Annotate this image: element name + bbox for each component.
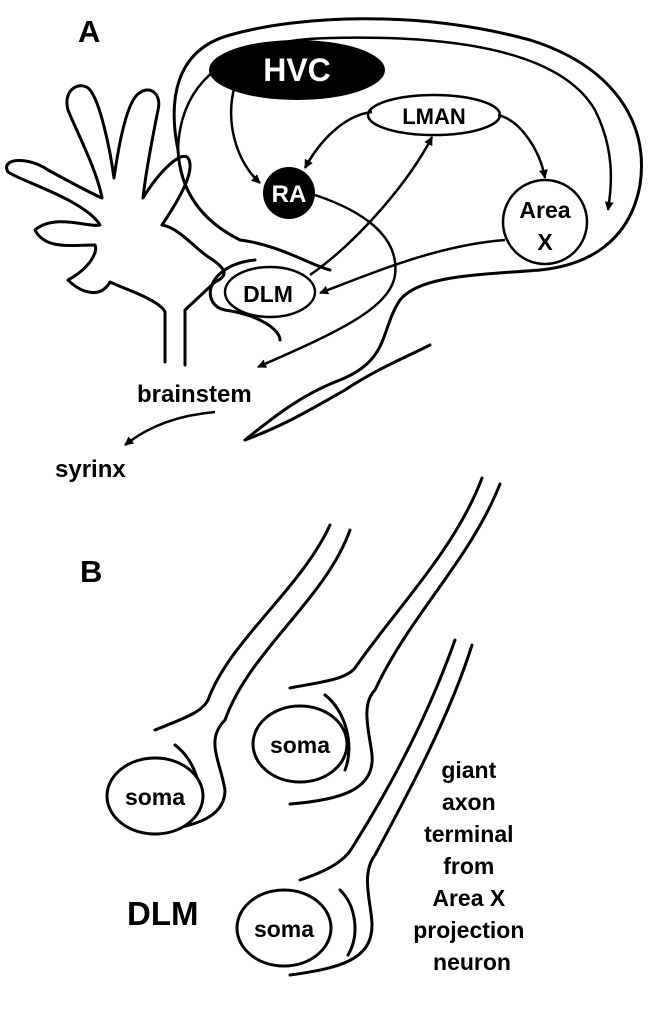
ra-label: RA [272, 181, 307, 208]
area-x-label-line1: Area [519, 197, 570, 223]
arrow-lman-to-ra [305, 112, 372, 168]
dlm-label: DLM [243, 281, 293, 307]
soma-2-label: soma [270, 732, 330, 758]
panel-label-a: A [78, 14, 100, 49]
dlm-region-label: DLM [127, 895, 198, 932]
arrow-brainstem-to-syrinx [125, 412, 215, 445]
terminal-caption-line: axon [442, 789, 496, 815]
terminal-caption-line: terminal [424, 821, 513, 847]
axon-3-terminal [340, 890, 355, 955]
area-x-label-line2: X [537, 229, 553, 255]
terminal-caption-line: giant [441, 757, 496, 783]
syrinx-label: syrinx [55, 456, 126, 483]
arrow-dlm-to-lman [310, 137, 432, 275]
arrow-lman-to-area-x [498, 115, 545, 178]
terminal-caption-line: Area X [432, 885, 506, 911]
soma-3-label: soma [254, 916, 314, 942]
axon-2 [290, 478, 482, 688]
terminal-caption-line: projection [413, 917, 524, 943]
soma-1-label: soma [125, 784, 185, 810]
lman-label: LMAN [402, 104, 466, 129]
terminal-caption-line: neuron [433, 949, 511, 975]
terminal-caption: giant axon terminal from Area X projecti… [413, 757, 531, 975]
terminal-caption-line: from [443, 853, 494, 879]
axon-1 [155, 525, 330, 730]
arrow-hvc-to-ra [231, 85, 260, 183]
panel-label-b: B [80, 554, 102, 589]
cerebellum-outline [7, 86, 224, 365]
hvc-label: HVC [263, 52, 331, 88]
arrow-area-x-to-dlm [320, 240, 505, 293]
brainstem-label: brainstem [137, 381, 252, 408]
